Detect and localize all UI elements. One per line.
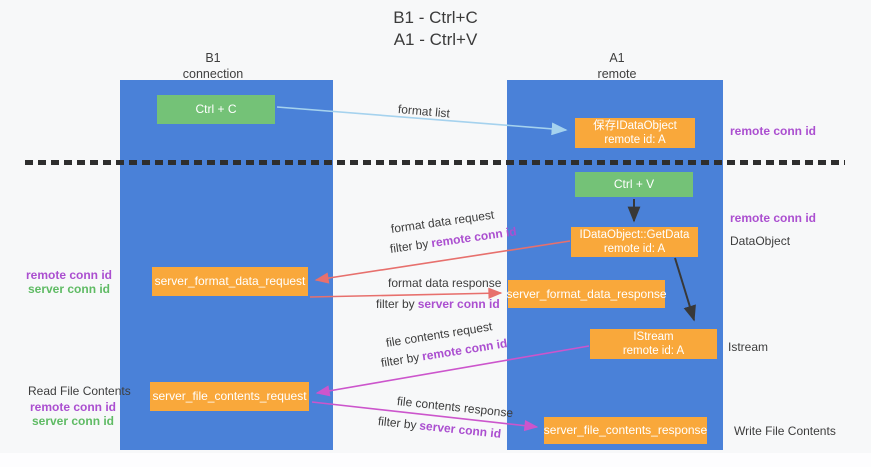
server-conn-id-term: server conn id	[417, 297, 500, 311]
server-conn-id-term: server conn id	[31, 414, 115, 429]
server-format-data-request-box: server_format_data_request	[152, 267, 308, 296]
title-line-2: A1 - Ctrl+V	[393, 30, 478, 50]
read-file-contents-annotation: Read File Contents	[28, 384, 131, 398]
lifeline-b1-title: B1	[205, 51, 221, 65]
dataobject-annotation: DataObject	[730, 234, 790, 248]
lifeline-a1-subtitle: remote	[597, 67, 637, 81]
filter-by-text: filter by	[379, 350, 421, 370]
filter-by-text: filter by	[376, 297, 415, 311]
istream-line2: remote id: A	[622, 345, 685, 357]
diagram-title: B1 - Ctrl+C A1 - Ctrl+V	[0, 7, 871, 52]
ctrl-c-label: Ctrl + C	[195, 102, 237, 116]
remote-conn-id-annotation-2: remote conn id	[730, 211, 816, 225]
filter-by-text: filter by	[377, 414, 418, 433]
remote-conn-id-term: remote conn id	[730, 211, 817, 225]
ctrl-v-box: Ctrl + V	[575, 172, 693, 197]
filter-by-text: filter by	[389, 236, 430, 256]
server-format-data-response-label: server_format_data_response	[506, 286, 667, 301]
remote-conn-id-term: remote conn id	[730, 124, 817, 138]
istream-annotation: Istream	[728, 340, 768, 354]
clipboard-boundary-dashed-line	[25, 160, 845, 165]
idataobject-getdata-line1: IDataObject::GetData	[579, 228, 690, 241]
lifeline-header-a1: A1 remote	[552, 50, 682, 82]
server-format-data-request-label: server_format_data_request	[154, 274, 306, 288]
read-file-contents-text: Read File Contents	[28, 384, 131, 398]
remote-conn-id-term: remote conn id	[26, 268, 113, 282]
save-idataobject-box: 保存IDataObject remote id: A	[575, 118, 695, 148]
server-conn-id-term: server conn id	[418, 418, 502, 441]
istream-box: IStream remote id: A	[590, 329, 717, 359]
ctrl-c-box: Ctrl + C	[157, 95, 275, 124]
conn-id-annotation-group-2: remote conn id server conn id	[30, 400, 116, 429]
remote-conn-id-term: remote conn id	[30, 400, 117, 414]
write-file-contents-text: Write File Contents	[734, 424, 836, 438]
save-idataobject-line2: remote id: A	[604, 134, 666, 146]
idataobject-getdata-line2: remote id: A	[603, 243, 666, 255]
istream-text: Istream	[728, 340, 769, 354]
server-file-contents-response-box: server_file_contents_response	[544, 417, 707, 444]
server-file-contents-request-box: server_file_contents_request	[150, 382, 309, 411]
format-list-text: format list	[397, 102, 451, 121]
remote-conn-id-annotation-1: remote conn id	[730, 124, 816, 138]
server-file-contents-response-label: server_file_contents_response	[543, 423, 708, 437]
lifeline-a1-title: A1	[609, 51, 625, 65]
save-idataobject-line1: 保存IDataObject	[593, 119, 677, 132]
write-file-contents-annotation: Write File Contents	[734, 424, 836, 438]
title-line-1: B1 - Ctrl+C	[393, 8, 478, 27]
file-contents-response-text: file contents response	[396, 394, 514, 421]
dataobject-text: DataObject	[730, 234, 791, 248]
format-data-response-label: format data response	[388, 276, 501, 290]
file-contents-response-label: file contents response	[396, 394, 514, 420]
server-conn-id-term: server conn id	[27, 282, 111, 297]
ctrl-v-label: Ctrl + V	[613, 177, 655, 191]
lifeline-b1-subtitle: connection	[182, 67, 244, 81]
format-list-label: format list	[397, 102, 450, 120]
conn-id-annotation-group-1: remote conn id server conn id	[26, 268, 112, 297]
istream-line1: IStream	[633, 330, 674, 343]
lifeline-header-b1: B1 connection	[148, 50, 278, 82]
footer-strip	[0, 453, 871, 467]
format-data-response-text: format data response	[388, 276, 502, 290]
server-file-contents-request-label: server_file_contents_request	[152, 389, 307, 403]
idataobject-getdata-box: IDataObject::GetData remote id: A	[571, 227, 698, 257]
server-format-data-response-box: server_format_data_response	[506, 280, 667, 308]
